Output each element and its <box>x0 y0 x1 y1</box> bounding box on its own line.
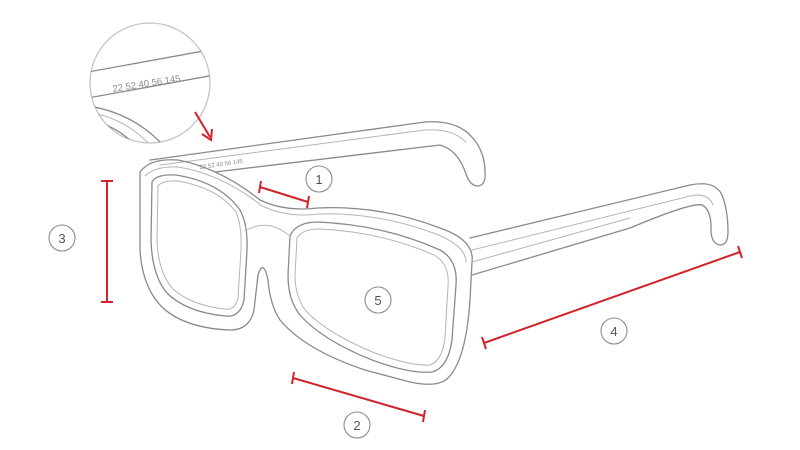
callout-4: 4 <box>600 317 628 345</box>
callout-2-label: 2 <box>353 418 360 433</box>
callout-5: 5 <box>364 286 392 314</box>
callout-5-label: 5 <box>374 293 381 308</box>
lens-height-line <box>101 180 113 303</box>
callout-2: 2 <box>343 411 371 439</box>
left-lens-rim <box>150 174 248 317</box>
callout-1-label: 1 <box>315 172 322 187</box>
magnifier-arrow <box>194 111 213 142</box>
callout-1: 1 <box>305 165 333 193</box>
magnifier-inset: 22 52 40 56 145 <box>89 22 211 144</box>
callout-4-label: 4 <box>610 324 617 339</box>
near-temple-arm <box>469 183 729 276</box>
lens-width-line <box>291 371 426 423</box>
bridge-width-line <box>258 180 310 209</box>
frame-front <box>139 159 473 385</box>
far-temple-arm <box>149 121 486 187</box>
right-lens-rim <box>287 221 457 373</box>
callout-3-label: 3 <box>58 231 65 246</box>
temple-length-line <box>481 245 743 350</box>
callout-3: 3 <box>48 224 76 252</box>
